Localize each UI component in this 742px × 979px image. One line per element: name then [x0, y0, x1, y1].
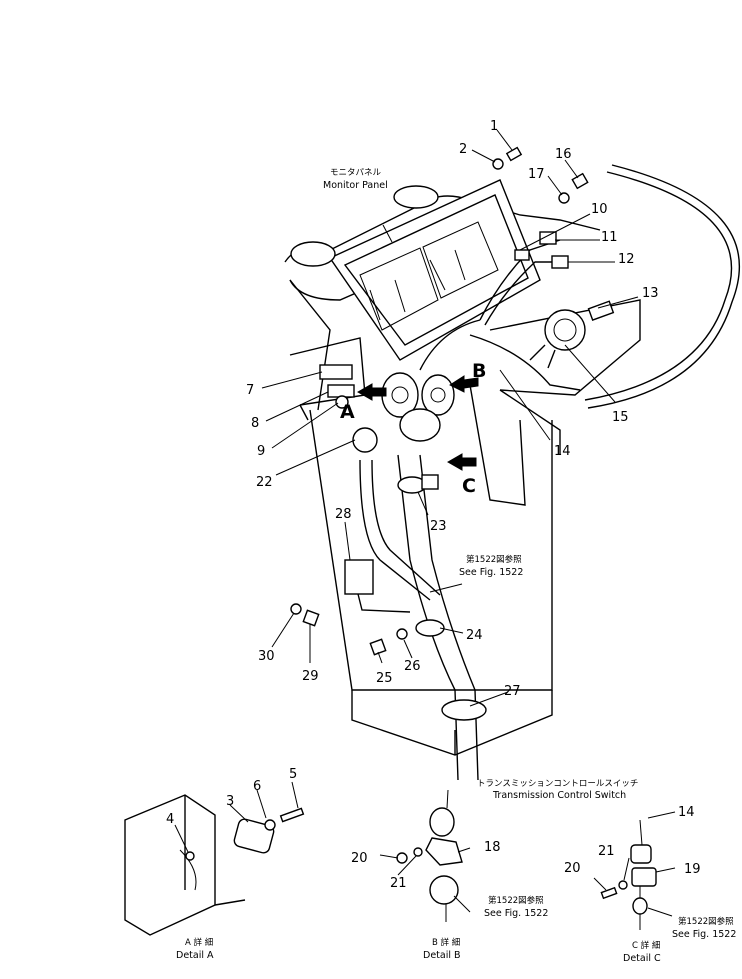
hardware [290, 146, 589, 656]
detail-c-caption-jp: C 詳 細 [632, 940, 660, 951]
view-letter-b: B [472, 360, 486, 382]
callout-21-detail-b: 21 [390, 876, 407, 891]
detail-b-caption-jp: B 詳 細 [432, 937, 460, 948]
callout-23: 23 [430, 519, 447, 534]
callout-15: 15 [612, 410, 629, 425]
view-letter-a: A [340, 401, 355, 423]
console-body [284, 164, 741, 756]
detail-a-caption-jp: A 詳 細 [185, 937, 213, 948]
callout-10: 10 [591, 202, 608, 217]
callout-4: 4 [166, 812, 174, 827]
detail-b-see-fig-en: See Fig. 1522 [484, 908, 548, 919]
detail-c-caption-en: Detail C [623, 953, 661, 964]
callout-26: 26 [404, 659, 421, 674]
detail-b-caption-en: Detail B [423, 950, 461, 961]
callout-29: 29 [302, 669, 319, 684]
callout-2: 2 [459, 142, 467, 157]
see-fig-label-en: See Fig. 1522 [459, 567, 523, 578]
callout-24: 24 [466, 628, 483, 643]
detail-b-see-fig-jp: 第1522図参照 [488, 895, 544, 906]
callouts: 1 2 3 4 5 6 7 8 9 10 11 12 13 14 15 16 1… [166, 119, 701, 891]
detail-c [593, 811, 676, 930]
transmission-label-en: Transmission Control Switch [492, 790, 626, 801]
detail-c-see-fig-jp: 第1522図参照 [678, 916, 734, 927]
callout-3: 3 [226, 794, 234, 809]
view-letter-c: C [462, 475, 476, 497]
callout-11: 11 [601, 230, 618, 245]
callout-6: 6 [253, 779, 261, 794]
callout-5: 5 [289, 767, 297, 782]
callout-19: 19 [684, 862, 701, 877]
callout-14-detail-c: 14 [678, 805, 695, 820]
monitor-panel-label-en: Monitor Panel [323, 180, 388, 191]
leader-lines [261, 129, 639, 707]
detail-c-see-fig-en: See Fig. 1522 [672, 929, 736, 940]
callout-16: 16 [555, 147, 572, 162]
callout-8: 8 [251, 416, 259, 431]
callout-7: 7 [246, 383, 254, 398]
view-arrow-b [448, 375, 479, 393]
view-arrow-a [356, 383, 387, 401]
captions: モニタパネル Monitor Panel 第1522図参照 See Fig. 1… [176, 168, 736, 964]
detail-a-caption-en: Detail A [176, 950, 214, 961]
callout-12: 12 [618, 252, 635, 267]
callout-20-detail-b: 20 [351, 851, 368, 866]
callout-20-detail-c: 20 [564, 861, 581, 876]
callout-1: 1 [490, 119, 498, 134]
callout-13: 13 [642, 286, 659, 301]
transmission-label-jp: トランスミッションコントロールスイッチ [477, 779, 638, 789]
callout-30: 30 [258, 649, 275, 664]
callout-27: 27 [504, 684, 521, 699]
view-arrows [356, 375, 479, 471]
view-arrow-c [446, 453, 477, 471]
callout-28: 28 [335, 507, 352, 522]
callout-21-detail-c: 21 [598, 844, 615, 859]
callout-25: 25 [376, 671, 393, 686]
wire-harness [319, 231, 581, 781]
callout-22: 22 [256, 475, 273, 490]
monitor-panel-label-jp: モニタパネル [330, 168, 382, 178]
key-switch [529, 300, 615, 369]
detail-a [124, 781, 305, 936]
see-fig-label-jp: 第1522図参照 [466, 554, 522, 565]
callout-9: 9 [257, 444, 265, 459]
callout-14: 14 [554, 444, 571, 459]
callout-18: 18 [484, 840, 501, 855]
callout-17: 17 [528, 167, 545, 182]
detail-b [379, 789, 471, 922]
